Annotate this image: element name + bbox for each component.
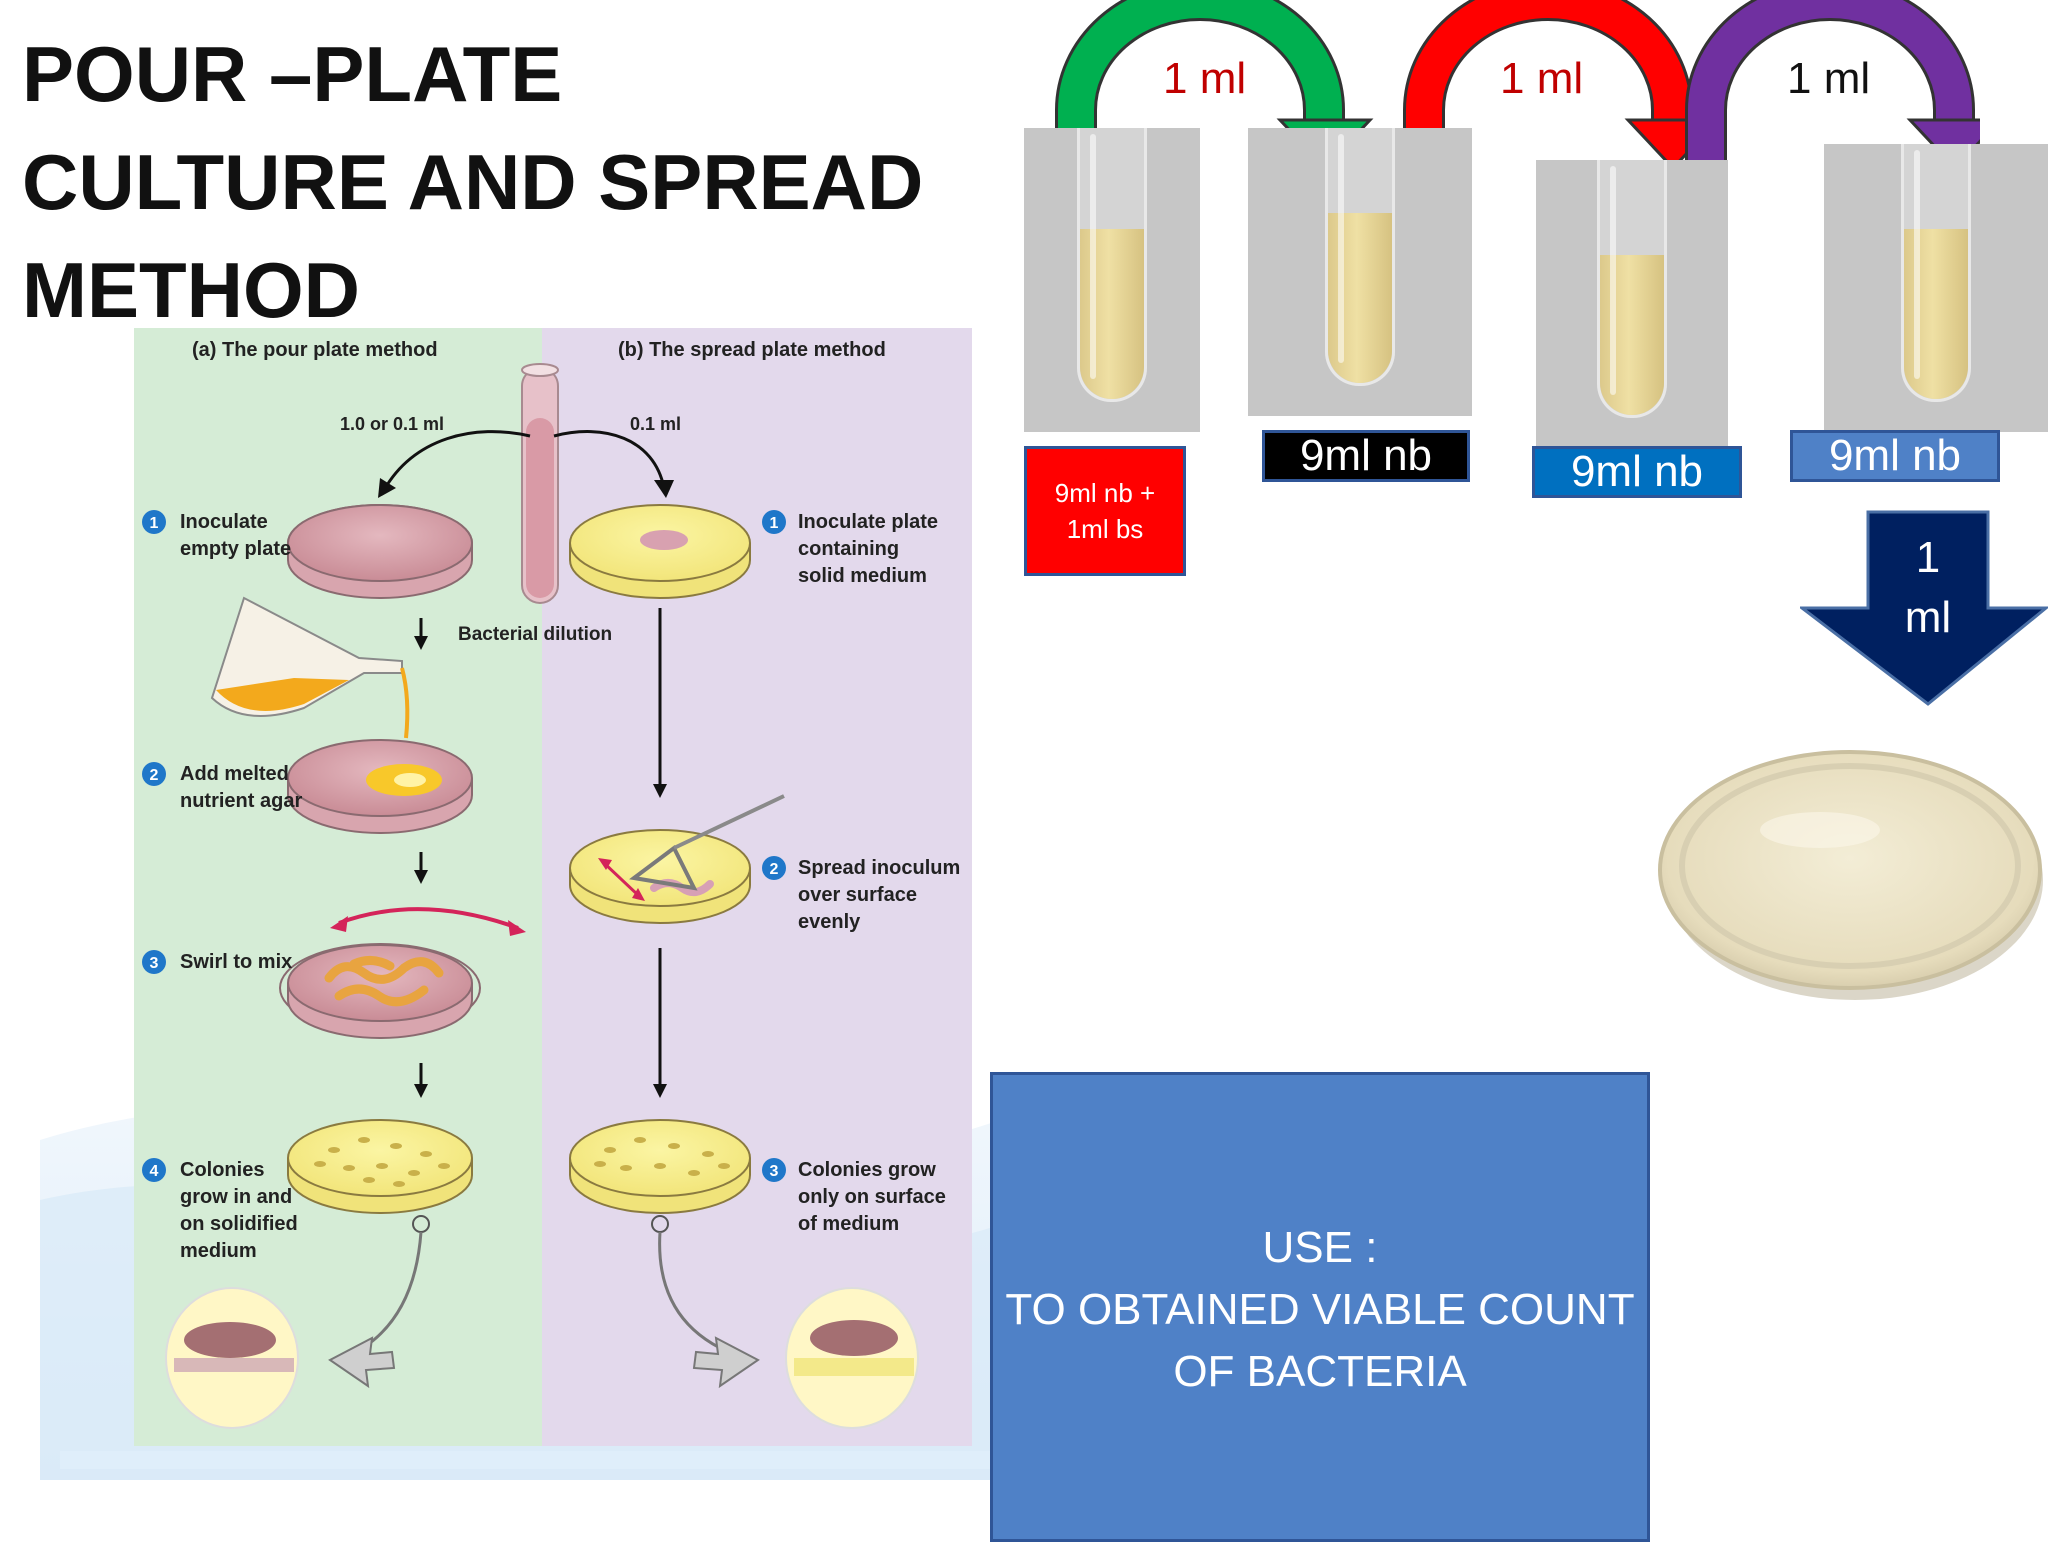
pour-step-labels: 1 Inoculate empty plate 2 Add melted nutrient… xyxy=(142,510,302,1262)
down-arrow-label-line-2: ml xyxy=(1904,593,1952,642)
spread-step-3-badge xyxy=(762,1158,786,1182)
spread-step-3-line-3: of medium xyxy=(798,1213,899,1235)
tube-label-4: 9ml nb xyxy=(1790,430,2000,482)
serial-dilution-arrows xyxy=(1055,0,1980,171)
spread-magnified-view xyxy=(785,1287,919,1429)
test-tube-3 xyxy=(1536,160,1728,448)
transfer-label-2: 1 ml xyxy=(1500,54,1584,103)
use-line-2: OF BACTERIA xyxy=(1173,1347,1467,1396)
pour-step-4-badge xyxy=(142,1158,166,1182)
spread-step-2-line-2: over surface xyxy=(798,884,917,906)
down-arrow-label-line-1: 1 xyxy=(1915,533,1941,582)
pour-step-4-number: 4 xyxy=(150,1163,159,1180)
tube-label-2: 9ml nb xyxy=(1262,430,1470,482)
tube-label-3: 9ml nb xyxy=(1532,446,1742,498)
pour-step-3-badge xyxy=(142,950,166,974)
spread-step-3-plate xyxy=(569,1119,751,1233)
spread-step-2-number: 2 xyxy=(770,861,779,878)
title-line-1: POUR –PLATE xyxy=(22,30,563,118)
spread-step-2-plate xyxy=(569,794,785,924)
pour-step-2-plate xyxy=(287,739,473,834)
tube-label-3-line-1: 9ml nb xyxy=(1570,447,1704,496)
pour-step-2-line-2: nutrient agar xyxy=(180,790,302,812)
pour-step-3-line-1: Swirl to mix xyxy=(180,951,292,973)
pour-step-2-badge xyxy=(142,762,166,786)
spread-step-2-line-3: evenly xyxy=(798,911,861,933)
petri-dish-photo xyxy=(1658,750,2043,1000)
spread-step-3-line-2: only on surface xyxy=(798,1186,946,1208)
pour-step-3-plate xyxy=(279,907,526,1039)
title-line-2: CULTURE AND SPREAD xyxy=(22,138,924,226)
tube-label-1: 9ml nb + 1ml bs xyxy=(1024,446,1186,576)
transfer-label-3: 1 ml xyxy=(1787,54,1871,103)
use-box: USE : TO OBTAINED VIABLE COUNT OF BACTER… xyxy=(990,1072,1650,1542)
pour-step-4-line-3: on solidified xyxy=(180,1213,298,1235)
pour-step-2-number: 2 xyxy=(150,767,159,784)
title-line-3: METHOD xyxy=(22,246,360,334)
spread-step-1-number: 1 xyxy=(770,515,779,532)
spread-step-2-badge xyxy=(762,856,786,880)
pour-step-1-plate xyxy=(287,504,473,599)
pour-step-4-line-2: grow in and xyxy=(180,1186,292,1208)
spread-heading: (b) The spread plate method xyxy=(618,339,886,361)
volume-left: 1.0 or 0.1 ml xyxy=(340,414,444,434)
pour-step-1-badge xyxy=(142,510,166,534)
use-line-1: TO OBTAINED VIABLE COUNT xyxy=(1005,1285,1635,1334)
spread-step-2-line-1: Spread inoculum xyxy=(798,857,960,879)
pour-spread-plate-figure: (a) The pour plate method (b) The spread… xyxy=(134,328,972,1446)
spread-step-labels: 1 Inoculate plate containing solid medium 2 S… xyxy=(762,510,960,1235)
spread-step-3-number: 3 xyxy=(770,1163,779,1180)
pour-step-4-plate xyxy=(287,1119,473,1233)
test-tube-2 xyxy=(1248,128,1472,416)
test-tube-4 xyxy=(1824,144,2048,432)
bacterial-dilution-label: Bacterial dilution xyxy=(458,624,612,645)
spread-step-1-line-3: solid medium xyxy=(798,565,927,587)
spread-step-1-line-1: Inoculate plate xyxy=(798,511,938,533)
pour-step-4-line-1: Colonies xyxy=(180,1159,264,1181)
pour-magnified-view xyxy=(165,1287,299,1429)
transfer-arrow-left xyxy=(382,430,531,491)
pour-step-1-line-2: empty plate xyxy=(180,538,291,560)
use-heading: USE : xyxy=(1262,1223,1378,1272)
pour-step-4-line-4: medium xyxy=(180,1240,257,1262)
pour-heading: (a) The pour plate method xyxy=(192,339,438,361)
spread-step-1-badge xyxy=(762,510,786,534)
pour-step-1-line-1: Inoculate xyxy=(180,511,268,533)
slide-title: POUR –PLATE CULTURE AND SPREAD METHOD xyxy=(22,20,924,344)
transfer-label-1: 1 ml xyxy=(1163,54,1247,103)
pour-step-3-number: 3 xyxy=(150,955,159,972)
spread-step-1-plate xyxy=(569,504,751,599)
tube-label-1-line-1: 9ml nb + xyxy=(1054,478,1156,508)
volume-right: 0.1 ml xyxy=(630,414,681,434)
pour-step-2-line-1: Add melted xyxy=(180,763,289,785)
tube-label-2-line-1: 9ml nb xyxy=(1299,431,1433,480)
pour-step-1-number: 1 xyxy=(150,515,159,532)
pour-panel xyxy=(134,328,542,1446)
dilution-tube xyxy=(521,363,559,604)
spread-step-1-line-2: containing xyxy=(798,538,899,560)
test-tube-1 xyxy=(1024,128,1200,432)
down-arrow-shape xyxy=(1800,510,2048,706)
spread-step-3-line-1: Colonies grow xyxy=(798,1159,936,1181)
tube-label-1-line-2: 1ml bs xyxy=(1066,514,1144,544)
tube-label-4-line-1: 9ml nb xyxy=(1828,431,1962,480)
down-arrow-label: 1 ml xyxy=(1868,528,1988,648)
nutrient-agar-flask xyxy=(210,596,410,739)
transfer-arrow-right xyxy=(553,430,666,489)
